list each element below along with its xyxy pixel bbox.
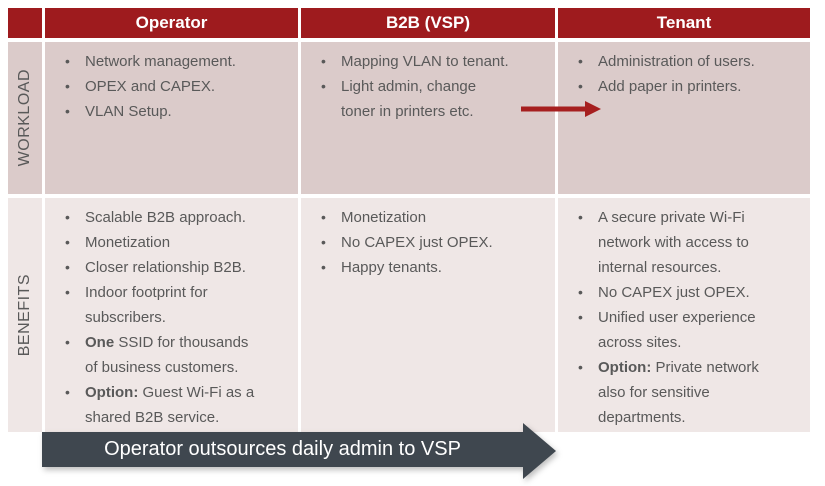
bullet-icon: • [578,359,583,375]
row-header-workload-label: WORKLOAD [16,69,33,167]
bullet-icon: • [65,284,70,300]
bullet-text: Happy tenants. [341,259,442,276]
cell-benefits-b2b-vsp: • Monetization • No CAPEX just OPEX. • Happy … [301,198,555,432]
bullet-icon: • [321,53,326,69]
bullet-icon: • [65,259,70,275]
row-header-benefits-label: BENEFITS [16,273,33,357]
cell-benefits-operator: • Scalable B2B approach. • Monetization • Clo… [45,198,298,432]
bullet-icon: • [65,334,70,350]
banner-label: Operator outsources daily admin to VSP [104,438,461,460]
bullet-icon: • [321,234,326,250]
right-arrow-banner-head-icon [523,423,556,479]
bullet-icon: • [578,284,583,300]
column-header-tenant: Tenant [558,8,810,38]
bullet-item: • No CAPEX just OPEX. [578,280,800,305]
bullet-icon: • [65,209,70,225]
cell-workload-operator: • Network management. • OPEX and CAPEX. • VLA… [45,42,298,194]
bullet-item: • Monetization [321,205,545,230]
column-header-b2b-vsp: B2B (VSP) [301,8,555,38]
bullet-icon: • [65,384,70,400]
bullet-item: • Scalable B2B approach. [65,205,288,230]
cell-benefits-tenant: • A secure private Wi-Fi network with acc… [558,198,810,432]
cell-workload-tenant: • Administration of users. • Add paper in p… [558,42,810,194]
bullet-text: OPEX and CAPEX. [85,78,216,95]
bullet-item: • Happy tenants. [321,255,545,280]
bullet-item: • Unified user experience across sites. [578,305,800,355]
bullet-text: Administration of users. [598,53,755,70]
bullet-text: One SSID for thousands of business custo… [85,334,249,376]
right-arrow-icon [521,101,601,117]
row-header-benefits: BENEFITS [8,198,42,432]
bullet-icon: • [65,78,70,94]
banner-arrow-shaft: Operator outsources daily admin to VSP [42,432,523,467]
bullet-icon: • [65,103,70,119]
outsource-banner: Operator outsources daily admin to VSP [42,423,556,480]
bullet-text: Network management. [85,53,236,70]
bullet-icon: • [321,209,326,225]
table-corner-cell [8,8,42,38]
bullet-text: Unified user experience across sites. [598,309,756,351]
bullet-item: • Add paper in printers. [578,74,800,99]
bullet-icon: • [578,309,583,325]
bullet-text: Scalable B2B approach. [85,209,246,226]
bullet-item: • OPEX and CAPEX. [65,74,288,99]
bullet-text: Indoor footprint for subscribers. [85,284,208,326]
column-header-operator: Operator [45,8,298,38]
bullet-item: • Option: Private network also for sensit… [578,355,800,430]
bullet-text: No CAPEX just OPEX. [341,234,493,251]
bullet-icon: • [578,209,583,225]
bullet-item: • Network management. [65,49,288,74]
bullet-icon: • [578,78,583,94]
bullet-item: • Light admin, change toner in printers e… [321,74,545,124]
bullet-icon: • [65,234,70,250]
bullet-item: • One SSID for thousands of business cust… [65,330,288,380]
bullet-text: No CAPEX just OPEX. [598,284,750,301]
bullet-item: • No CAPEX just OPEX. [321,230,545,255]
bullet-text: Mapping VLAN to tenant. [341,53,509,70]
bullet-item: • Indoor footprint for subscribers. [65,280,288,330]
bullet-text: Monetization [341,209,427,226]
bullet-item: • Closer relationship B2B. [65,255,288,280]
bullet-item: • A secure private Wi-Fi network with acc… [578,205,800,280]
bullet-item: • Option: Guest Wi-Fi as a shared B2B ser… [65,380,288,430]
bullet-text: Closer relationship B2B. [85,259,246,276]
bullet-text: A secure private Wi-Fi network with acce… [598,209,749,276]
bullet-item: • Mapping VLAN to tenant. [321,49,545,74]
bullet-icon: • [65,53,70,69]
bullet-icon: • [321,259,326,275]
bullet-item: • VLAN Setup. [65,99,288,124]
cell-workload-b2b-vsp: • Mapping VLAN to tenant. • Light admin, ch… [301,42,555,194]
comparison-table: Operator B2B (VSP) Tenant WORKLOAD • Netw… [8,8,810,432]
bullet-item: • Monetization [65,230,288,255]
bullet-text: VLAN Setup. [85,103,172,120]
bullet-icon: • [321,78,326,94]
row-header-workload: WORKLOAD [8,42,42,194]
bullet-text: Option: Private network also for sensiti… [598,359,759,426]
bullet-text: Option: Guest Wi-Fi as a shared B2B serv… [85,384,255,426]
bullet-text: Add paper in printers. [598,78,742,95]
bullet-text: Monetization [85,234,171,251]
bullet-text: Light admin, change toner in printers et… [341,78,477,120]
bullet-item: • Administration of users. [578,49,800,74]
bullet-icon: • [578,53,583,69]
